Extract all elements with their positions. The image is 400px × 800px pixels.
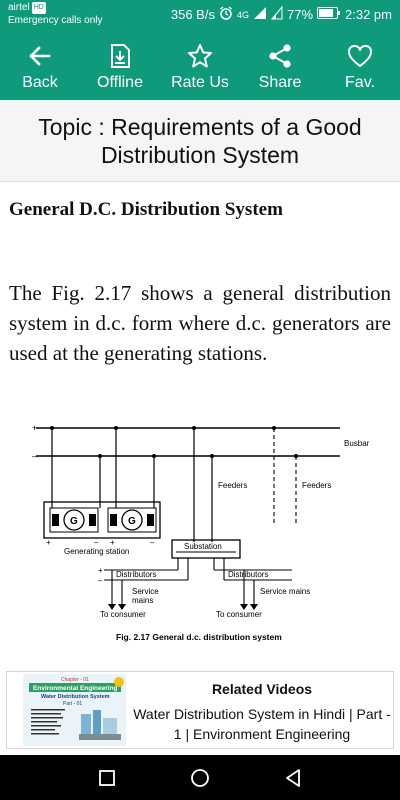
substation-label: Substation bbox=[184, 542, 222, 551]
feeders-label-2: Feeders bbox=[302, 481, 331, 490]
share-label: Share bbox=[258, 74, 302, 91]
service-mains-label-1b: mains bbox=[132, 596, 153, 605]
thumb-subject: Environmental Engineering bbox=[33, 685, 118, 692]
status-indicators: 356 B/s 4G 77% 2:32 pm bbox=[170, 5, 392, 24]
network-speed: 356 B/s bbox=[170, 7, 215, 22]
battery-icon bbox=[317, 7, 341, 23]
rate-us-label: Rate Us bbox=[171, 74, 229, 91]
video-thumbnail[interactable]: Chapter - 01 Environmental Engineering W… bbox=[23, 674, 126, 746]
system-nav-bar bbox=[0, 755, 400, 800]
svg-text:+: + bbox=[110, 538, 115, 547]
distributors-label-2: Distributors bbox=[228, 570, 268, 579]
back-button[interactable]: Back bbox=[0, 30, 80, 100]
arrow-left-icon bbox=[27, 43, 53, 69]
svg-text:–: – bbox=[32, 451, 37, 461]
figure-caption: Fig. 2.17 General d.c. distribution syst… bbox=[116, 632, 282, 642]
generator-2-label: G bbox=[128, 516, 136, 527]
feeders-label-1: Feeders bbox=[218, 481, 247, 490]
article-paragraph: The Fig. 2.17 shows a general distributi… bbox=[9, 281, 391, 365]
star-icon bbox=[187, 43, 213, 69]
related-video-description[interactable]: Water Distribution System in Hindi | Par… bbox=[133, 706, 391, 742]
generator-1-label: G bbox=[70, 516, 78, 527]
home-button[interactable] bbox=[189, 767, 211, 789]
svg-text:–: – bbox=[150, 538, 155, 547]
svg-text:+: + bbox=[32, 423, 37, 433]
offline-button[interactable]: Offline bbox=[80, 30, 160, 100]
square-icon bbox=[96, 767, 118, 789]
related-videos-title: Related Videos bbox=[211, 681, 313, 697]
service-mains-label-1a: Service bbox=[132, 587, 159, 596]
favorite-button[interactable]: Fav. bbox=[320, 30, 400, 100]
emergency-label: Emergency calls only bbox=[8, 15, 103, 26]
download-file-icon bbox=[107, 43, 133, 69]
favorite-label: Fav. bbox=[345, 74, 375, 91]
thumb-part: Part - 01 bbox=[63, 701, 82, 707]
heart-icon bbox=[347, 43, 373, 69]
svg-text:–: – bbox=[94, 538, 99, 547]
share-button[interactable]: Share bbox=[240, 30, 320, 100]
section-heading: General D.C. Distribution System bbox=[9, 199, 283, 220]
hd-badge: HD bbox=[31, 2, 46, 14]
back-label: Back bbox=[22, 74, 58, 91]
circle-icon bbox=[189, 767, 211, 789]
to-consumer-label-2: To consumer bbox=[216, 610, 262, 619]
distribution-diagram: + – Busbar G G + – + – Generati bbox=[32, 423, 370, 642]
figure-dc-distribution: + – Busbar G G + – + – Generati bbox=[28, 418, 374, 648]
generating-station-label: Generating station bbox=[64, 547, 129, 556]
share-icon bbox=[267, 43, 293, 69]
toolbar: Back Offline Rate Us Share Fav. bbox=[0, 30, 400, 100]
svg-text:–: – bbox=[98, 576, 103, 585]
topic-title: Topic : Requirements of a Good Distribut… bbox=[0, 100, 400, 182]
rate-us-button[interactable]: Rate Us bbox=[160, 30, 240, 100]
svg-text:+: + bbox=[46, 538, 51, 547]
thumb-chapter: Chapter - 01 bbox=[61, 677, 89, 683]
triangle-back-icon bbox=[282, 767, 304, 789]
alarm-icon bbox=[219, 6, 233, 24]
signal-low-icon bbox=[270, 5, 283, 24]
network-type: 4G bbox=[236, 10, 249, 20]
to-consumer-label-1: To consumer bbox=[100, 610, 146, 619]
svg-text:+: + bbox=[98, 566, 103, 575]
battery-percent: 77% bbox=[286, 7, 314, 22]
system-back-button[interactable] bbox=[282, 767, 304, 789]
related-videos-card[interactable]: Chapter - 01 Environmental Engineering W… bbox=[6, 671, 394, 749]
recent-apps-button[interactable] bbox=[96, 767, 118, 789]
signal-icon bbox=[253, 6, 267, 24]
offline-label: Offline bbox=[97, 74, 143, 91]
busbar-label: Busbar bbox=[344, 439, 370, 448]
distributors-label-1: Distributors bbox=[116, 570, 156, 579]
service-mains-label-2: Service mains bbox=[260, 587, 310, 596]
thumb-topic: Water Distribution System bbox=[41, 694, 110, 700]
busbar-lines bbox=[36, 427, 340, 457]
clock: 2:32 pm bbox=[345, 7, 392, 22]
